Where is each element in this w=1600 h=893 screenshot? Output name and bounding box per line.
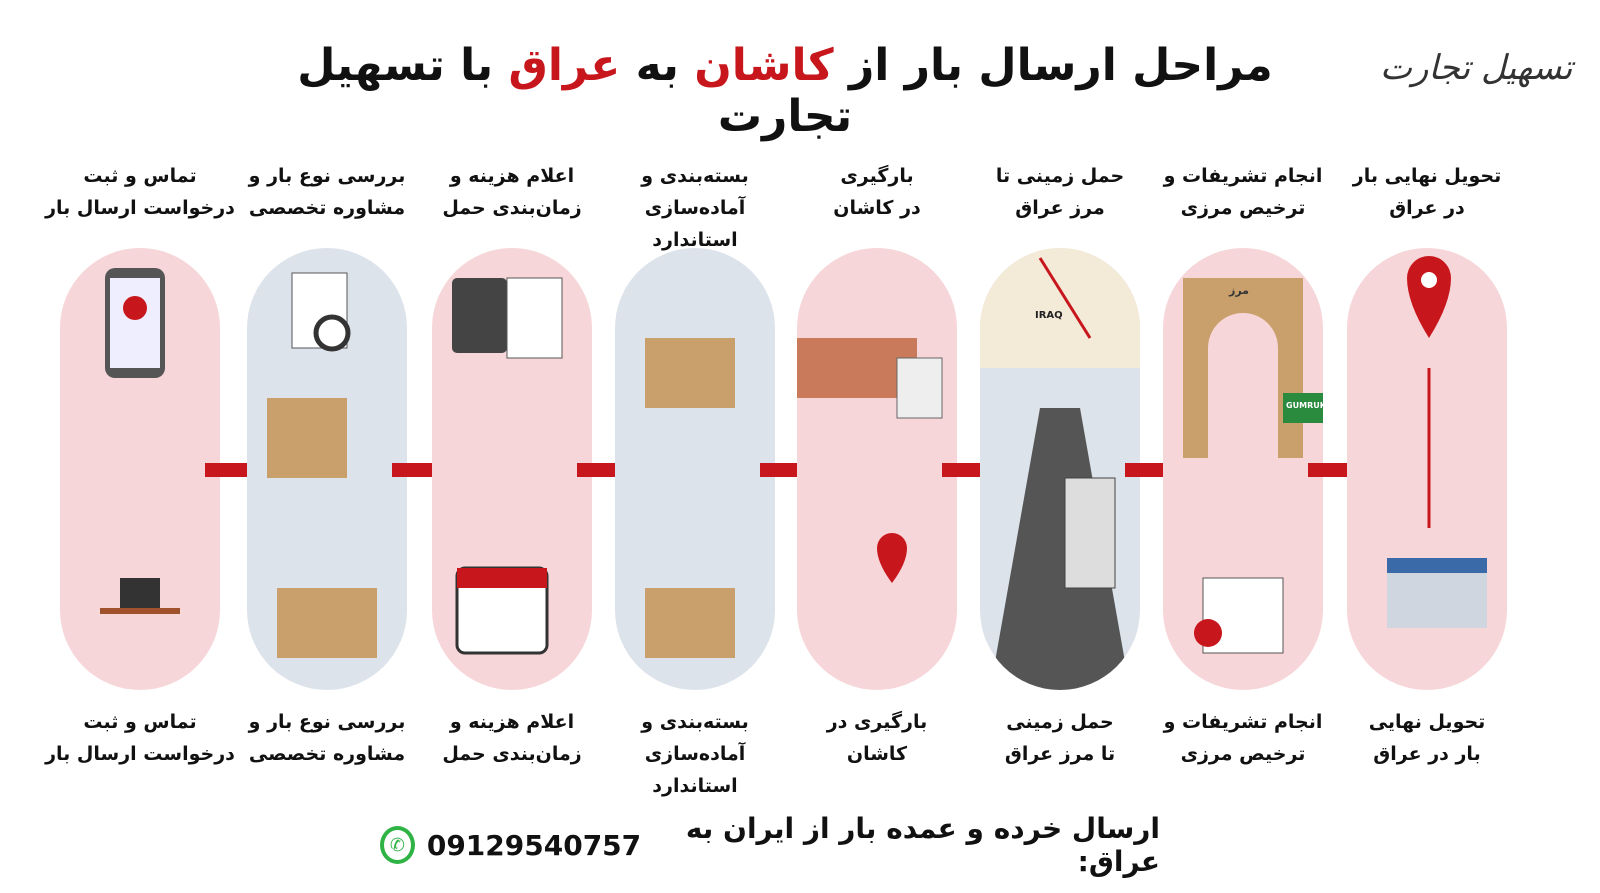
whatsapp-icon[interactable]: ✆ xyxy=(380,826,415,864)
gate-label: مرز xyxy=(1229,284,1249,297)
boxes-icon xyxy=(645,338,735,658)
map-label: IRAQ xyxy=(1035,310,1063,321)
customs-sign-label: GUMRUK xyxy=(1286,401,1323,410)
step-illustration xyxy=(247,248,407,690)
document-search-icon xyxy=(267,272,377,658)
phone-number[interactable]: 09129540757 xyxy=(426,828,642,862)
truck-loading-icon xyxy=(797,338,943,583)
calculator-icon xyxy=(452,277,563,655)
step-illustration: IRAQ xyxy=(980,248,1140,690)
logo: تسهیل تجارت xyxy=(1380,48,1573,88)
step-illustration xyxy=(432,248,592,690)
step-illustration xyxy=(797,248,957,690)
border-gate-icon xyxy=(1183,278,1323,654)
step-illustration xyxy=(615,248,775,690)
highway-truck-icon xyxy=(980,248,1140,690)
step-illustration xyxy=(60,248,220,690)
step-illustration xyxy=(1347,248,1507,690)
footer: ارسال خرده و عمده بار از ایران به عراق: … xyxy=(380,812,1160,878)
footer-text: ارسال خرده و عمده بار از ایران به عراق: xyxy=(685,812,1160,878)
location-pin-icon xyxy=(1387,256,1487,628)
step-illustration: مرز GUMRUK xyxy=(1163,248,1323,690)
phone-call-icon xyxy=(100,268,180,614)
page-title: مراحل ارسال بار از کاشان به عراق با تسهی… xyxy=(297,40,1273,142)
